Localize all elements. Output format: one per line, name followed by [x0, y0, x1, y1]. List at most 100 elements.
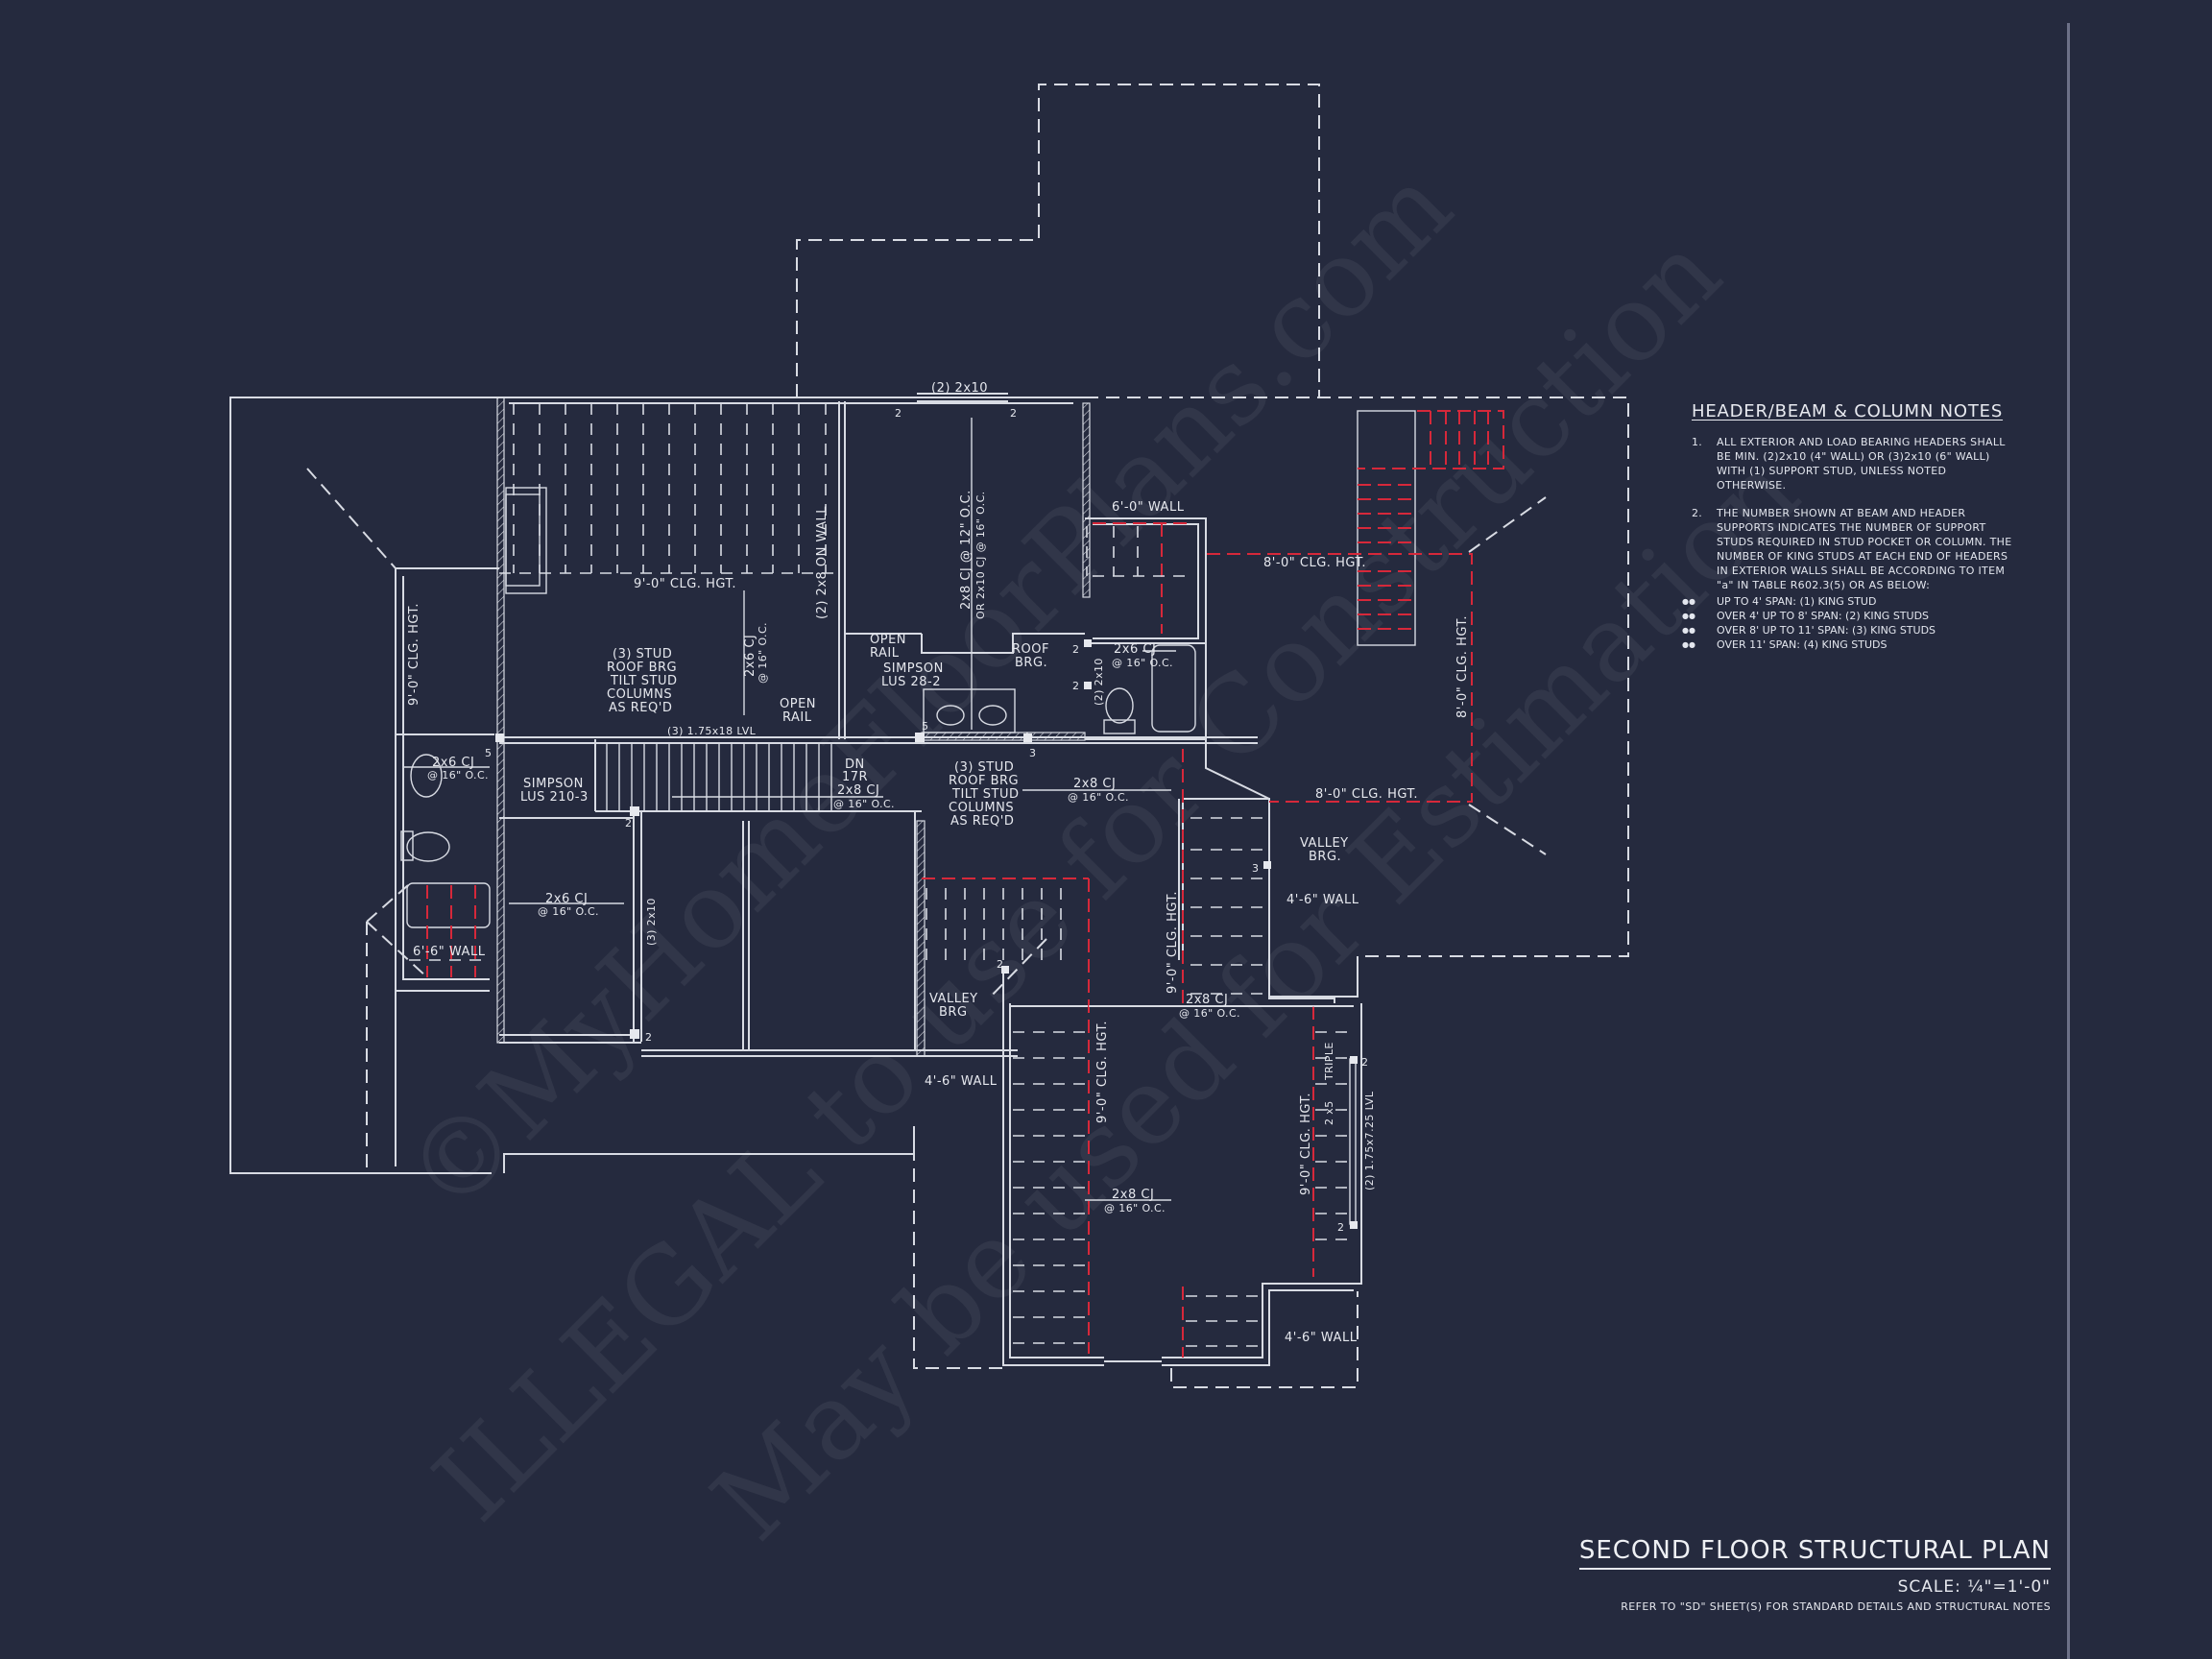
- plan-labels: (2) 2x10 2 2 9'-0" CLG. HGT. 9'-0" CLG. …: [407, 381, 1470, 1345]
- left-wing: [229, 397, 499, 1174]
- svg-text:(3) STUD: (3) STUD: [613, 647, 672, 661]
- svg-text:2x8 CJ: 2x8 CJ: [1073, 777, 1116, 791]
- svg-text:2 x5: 2 x5: [1323, 1100, 1335, 1125]
- svg-text:@ 16" O.C.: @ 16" O.C.: [1104, 1202, 1166, 1214]
- svg-text:May be used for Estimation: May be used for Estimation: [689, 431, 1822, 1564]
- svg-text:2: 2: [895, 407, 902, 420]
- note-item: 2. THE NUMBER SHOWN AT BEAM AND HEADER S…: [1692, 507, 2012, 591]
- sheet-border-line: [2067, 23, 2070, 1659]
- svg-text:RAIL: RAIL: [782, 710, 812, 725]
- ceiling-break-lines: [426, 410, 1504, 1358]
- svg-text:2x8 CJ: 2x8 CJ: [1112, 1188, 1154, 1202]
- svg-text:2: 2: [1337, 1221, 1344, 1234]
- svg-text:@ 16" O.C.: @ 16" O.C.: [427, 769, 489, 781]
- svg-text:9'-0" CLG. HGT.: 9'-0" CLG. HGT.: [1095, 1021, 1110, 1123]
- svg-text:4'-6" WALL: 4'-6" WALL: [1285, 1331, 1358, 1345]
- note-bullet: ●● OVER 4' UP TO 8' SPAN: (2) KING STUDS: [1682, 610, 1930, 622]
- svg-text:(2) 2x10: (2) 2x10: [931, 381, 988, 396]
- svg-text:@ 16" O.C.: @ 16" O.C.: [1112, 657, 1173, 669]
- svg-text:AS REQ'D: AS REQ'D: [609, 701, 672, 715]
- sheet-reference-note: REFER TO "SD" SHEET(S) FOR STANDARD DETA…: [1621, 1600, 2051, 1613]
- svg-text:TILT STUD: TILT STUD: [610, 674, 678, 688]
- svg-text:(3) 2x10: (3) 2x10: [645, 898, 658, 946]
- svg-text:DN: DN: [845, 757, 865, 772]
- svg-text:AS REQ'D: AS REQ'D: [950, 814, 1014, 829]
- svg-text:ROOF BRG: ROOF BRG: [607, 661, 677, 675]
- svg-text:(2) 2x8 ON WALL: (2) 2x8 ON WALL: [815, 506, 830, 619]
- joists-top-left: [499, 403, 837, 574]
- svg-text:@ 16" O.C.: @ 16" O.C.: [1179, 1007, 1240, 1020]
- svg-text:8'-0" CLG. HGT.: 8'-0" CLG. HGT.: [1315, 787, 1418, 802]
- svg-text:VALLEY: VALLEY: [929, 992, 978, 1006]
- svg-text:2x8 CJ @ 12" O.C.: 2x8 CJ @ 12" O.C.: [959, 490, 974, 610]
- svg-text:4'-6" WALL: 4'-6" WALL: [1286, 893, 1359, 907]
- svg-text:2x6 CJ: 2x6 CJ: [743, 635, 757, 677]
- note-bullet: ●● UP TO 4' SPAN: (1) KING STUD: [1682, 595, 1877, 608]
- svg-text:@ 16" O.C.: @ 16" O.C.: [833, 798, 895, 810]
- svg-text:3: 3: [1252, 862, 1259, 875]
- svg-text:9'-0" CLG. HGT.: 9'-0" CLG. HGT.: [1166, 891, 1180, 994]
- header-beam-column-notes: HEADER/BEAM & COLUMN NOTES 1. ALL EXTERI…: [1682, 401, 2018, 652]
- svg-text:ROOF BRG: ROOF BRG: [949, 774, 1019, 788]
- main-walls: [395, 393, 1547, 1388]
- svg-text:6'-0" WALL: 6'-0" WALL: [1112, 500, 1185, 515]
- svg-text:5: 5: [922, 720, 928, 733]
- svg-text:OR 2x10 CJ @ 16" O.C.: OR 2x10 CJ @ 16" O.C.: [974, 491, 987, 619]
- bullet-icon: ●●: [1682, 626, 1695, 635]
- svg-text:@ 16" O.C.: @ 16" O.C.: [1068, 791, 1129, 804]
- bullet-icon: ●●: [1682, 612, 1695, 620]
- svg-text:2: 2: [1010, 407, 1017, 420]
- bullet-icon: ●●: [1682, 640, 1695, 649]
- svg-text:2: 2: [1361, 1056, 1368, 1069]
- svg-text:(3) STUD: (3) STUD: [954, 760, 1014, 775]
- svg-text:SIMPSON: SIMPSON: [883, 661, 944, 676]
- sheet-title: SECOND FLOOR STRUCTURAL PLAN: [1578, 1536, 2051, 1570]
- svg-text:8'-0" CLG. HGT.: 8'-0" CLG. HGT.: [1263, 556, 1366, 570]
- svg-text:TILT STUD: TILT STUD: [951, 787, 1020, 802]
- svg-text:LUS 28-2: LUS 28-2: [881, 675, 941, 689]
- span-arrows: [403, 418, 1344, 1201]
- svg-text:4'-6" WALL: 4'-6" WALL: [925, 1074, 998, 1089]
- svg-text:OPEN: OPEN: [780, 697, 816, 711]
- svg-text:LUS 210-3: LUS 210-3: [520, 790, 589, 805]
- svg-text:8'-0" CLG. HGT.: 8'-0" CLG. HGT.: [1455, 615, 1470, 718]
- svg-text:OPEN: OPEN: [870, 633, 906, 647]
- title-block: SECOND FLOOR STRUCTURAL PLAN SCALE: ¼"=1…: [1578, 1536, 2051, 1613]
- note-bullet: ●● OVER 11' SPAN: (4) KING STUDS: [1682, 638, 1887, 651]
- svg-text:VALLEY: VALLEY: [1300, 836, 1349, 851]
- svg-text:9'-0" CLG. HGT.: 9'-0" CLG. HGT.: [634, 577, 736, 591]
- svg-text:(2) 2x10: (2) 2x10: [1093, 658, 1105, 706]
- svg-text:5: 5: [485, 747, 492, 759]
- sheet-scale: SCALE: ¼"=1'-0": [1897, 1577, 2051, 1597]
- roof-outline-upper: [796, 84, 1629, 957]
- support-posts: [495, 639, 1358, 1229]
- svg-text:3: 3: [1029, 747, 1036, 759]
- svg-text:2x8 CJ: 2x8 CJ: [1186, 993, 1228, 1007]
- svg-text:TRIPLE: TRIPLE: [1323, 1042, 1335, 1081]
- svg-text:@ 16" O.C.: @ 16" O.C.: [757, 622, 769, 684]
- svg-text:2x6 CJ: 2x6 CJ: [432, 756, 474, 770]
- svg-text:9'-0" CLG. HGT.: 9'-0" CLG. HGT.: [407, 603, 421, 706]
- svg-text:2: 2: [1072, 643, 1079, 656]
- bullet-icon: ●●: [1682, 597, 1695, 606]
- svg-text:2x6 CJ: 2x6 CJ: [1114, 642, 1156, 657]
- notes-heading: HEADER/BEAM & COLUMN NOTES: [1692, 401, 2004, 421]
- svg-text:2: 2: [997, 958, 1003, 971]
- joists-bonus: [926, 526, 1354, 1347]
- svg-text:9'-0" CLG. HGT.: 9'-0" CLG. HGT.: [1299, 1093, 1313, 1195]
- svg-text:2: 2: [645, 1031, 652, 1044]
- svg-text:2: 2: [625, 817, 632, 830]
- svg-text:2x6 CJ: 2x6 CJ: [545, 892, 588, 906]
- svg-text:BRG.: BRG.: [1015, 656, 1047, 670]
- svg-text:COLUMNS: COLUMNS: [949, 801, 1014, 815]
- note-item: 1. ALL EXTERIOR AND LOAD BEARING HEADERS…: [1692, 436, 2006, 492]
- watermark: ©MyHomeFloorPlans.com ILLEGAL to use for…: [382, 144, 1822, 1563]
- svg-text:2: 2: [1072, 680, 1079, 692]
- svg-text:(2) 1.75x7.25 LVL: (2) 1.75x7.25 LVL: [1363, 1091, 1376, 1190]
- svg-text:ROOF: ROOF: [1012, 642, 1049, 657]
- svg-text:ILLEGAL to use for Constructio: ILLEGAL to use for Construction: [411, 211, 1744, 1545]
- stair-treads: [606, 743, 832, 811]
- svg-text:@ 16" O.C.: @ 16" O.C.: [538, 905, 599, 918]
